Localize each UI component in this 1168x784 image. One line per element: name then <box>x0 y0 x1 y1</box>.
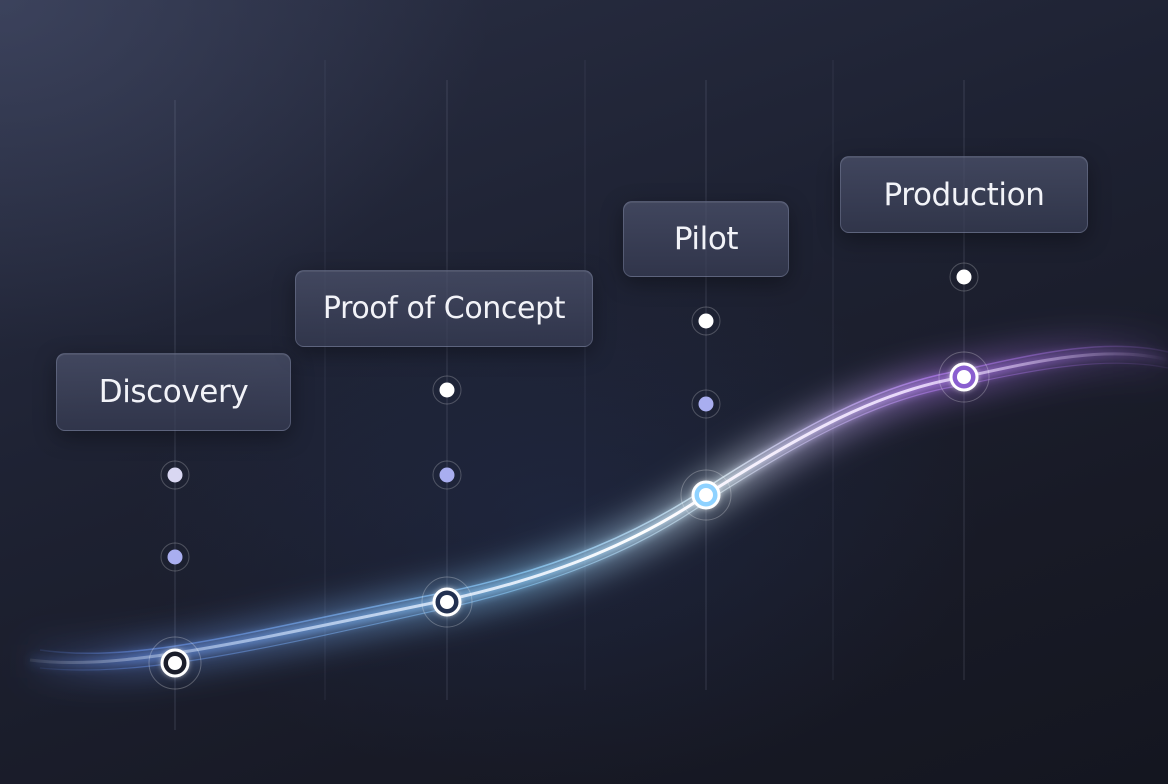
curve-strand <box>39 345 1168 655</box>
dot-production-upper <box>949 262 979 292</box>
curve-strand-lower <box>39 362 1168 671</box>
curve-milestones <box>148 351 990 690</box>
stage-label-production: Production <box>840 156 1088 233</box>
growth-curve <box>27 336 1168 680</box>
dot-discovery-lower <box>160 542 190 572</box>
dot-poc-lower <box>432 460 462 490</box>
curve-core <box>29 352 1168 665</box>
stage-label-pilot: Pilot <box>623 201 789 277</box>
dot-pilot-upper <box>691 306 721 336</box>
milestone-node-production <box>938 351 990 403</box>
dot-discovery-upper <box>160 460 190 490</box>
stage-label-discovery: Discovery <box>56 353 291 431</box>
guide-dots <box>160 262 979 572</box>
dot-pilot-lower <box>691 389 721 419</box>
milestone-node-pilot <box>680 469 732 521</box>
dot-poc-upper <box>432 375 462 405</box>
milestone-node-poc <box>421 576 473 628</box>
stage-label-proof-of-concept: Proof of Concept <box>295 270 593 347</box>
milestone-node-discovery <box>148 636 202 690</box>
